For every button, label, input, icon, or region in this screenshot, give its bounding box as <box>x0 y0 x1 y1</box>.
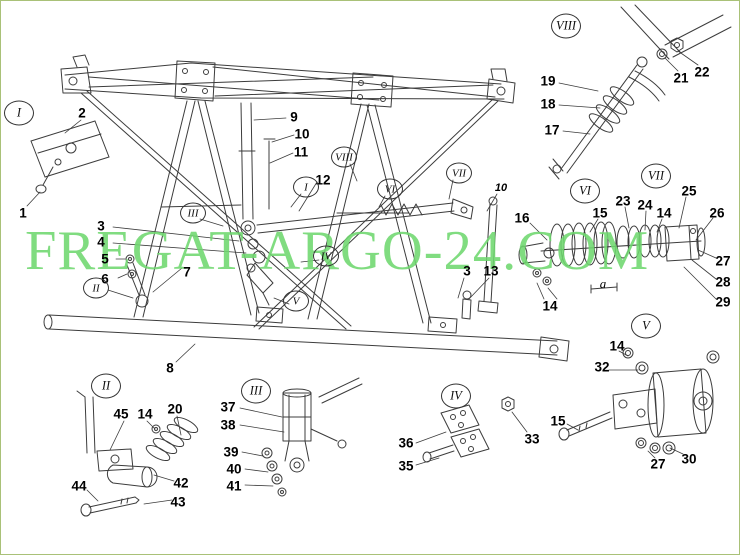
part-number-label-10: 10 <box>294 126 310 142</box>
part-number-label-23: 23 <box>615 193 631 209</box>
view-badge-VIII: VIII <box>551 13 581 39</box>
part-number-label-16: 16 <box>514 210 530 226</box>
main-frame-drawing <box>60 54 516 330</box>
part-number-label-14: 14 <box>656 205 672 221</box>
part-number-label-3: 3 <box>97 218 105 234</box>
part-number-label-43: 43 <box>170 494 186 510</box>
detail-i-drawing <box>30 120 110 194</box>
part-number-label-26: 26 <box>709 205 725 221</box>
part-number-label-11: 11 <box>293 144 309 160</box>
part-number-label-35: 35 <box>398 458 414 474</box>
detail-v-drawing <box>558 347 720 455</box>
part-number-label-45: 45 <box>113 406 129 422</box>
part-number-label-3: 3 <box>463 263 471 279</box>
part-number-label-25: 25 <box>681 183 697 199</box>
part-number-label-40: 40 <box>226 461 242 477</box>
part-number-label-27: 27 <box>715 253 731 269</box>
view-marker-III: III <box>180 202 206 224</box>
part-number-label-37: 37 <box>220 399 236 415</box>
part-number-label-38: 38 <box>220 417 236 433</box>
part-number-label-15: 15 <box>550 413 566 429</box>
part-number-label-30: 30 <box>681 451 697 467</box>
view-badge-VII: VII <box>641 163 671 189</box>
part-number-label-39: 39 <box>223 444 239 460</box>
part-number-label-42: 42 <box>173 475 189 491</box>
part-number-label-27: 27 <box>650 456 666 472</box>
part-number-label-15: 15 <box>592 205 608 221</box>
view-marker-VIII: VIII <box>331 146 357 168</box>
part-number-label-22: 22 <box>694 64 710 80</box>
detail-vi-vii-drawing <box>518 221 706 294</box>
part-number-label-13: 13 <box>483 263 499 279</box>
part-number-label-8: 8 <box>166 360 174 376</box>
part-number-label-36: 36 <box>398 435 414 451</box>
detail-iii-drawing <box>261 377 363 497</box>
view-badge-V: V <box>631 313 661 339</box>
dimension-label-a: a <box>599 276 607 291</box>
part-number-label-10: 10 <box>494 182 508 194</box>
part-number-label-12: 12 <box>315 172 331 188</box>
part-number-label-18: 18 <box>540 96 556 112</box>
view-marker-VI: VI <box>377 178 403 200</box>
part-number-label-19: 19 <box>540 73 556 89</box>
view-marker-VII: VII <box>446 162 472 184</box>
part-number-label-5: 5 <box>101 251 109 267</box>
part-number-label-44: 44 <box>71 478 87 494</box>
detail-viii-drawing <box>548 4 732 180</box>
view-badge-VI: VI <box>570 178 600 204</box>
part-number-label-33: 33 <box>524 431 540 447</box>
center-linkage-drawing <box>125 102 499 314</box>
part-number-label-14: 14 <box>542 298 558 314</box>
part-number-label-24: 24 <box>637 197 653 213</box>
part-number-label-4: 4 <box>97 234 105 250</box>
part-number-label-14: 14 <box>609 338 625 354</box>
view-marker-I: I <box>293 176 319 198</box>
drawbar-beam-drawing <box>43 290 570 362</box>
part-number-label-21: 21 <box>673 70 689 86</box>
part-number-label-41: 41 <box>226 478 242 494</box>
view-badge-IV: IV <box>441 383 471 409</box>
part-number-label-9: 9 <box>290 109 298 125</box>
part-number-label-2: 2 <box>78 105 86 121</box>
view-marker-V: V <box>283 290 309 312</box>
part-number-label-1: 1 <box>19 205 27 221</box>
part-number-label-28: 28 <box>715 274 731 290</box>
part-number-label-20: 20 <box>167 401 183 417</box>
view-marker-II: II <box>83 277 109 299</box>
part-number-label-17: 17 <box>544 122 560 138</box>
view-badge-III: III <box>241 378 271 404</box>
detail-ii-drawing <box>76 390 199 517</box>
part-number-label-7: 7 <box>183 264 191 280</box>
part-number-label-32: 32 <box>594 359 610 375</box>
part-number-label-6: 6 <box>101 271 109 287</box>
part-number-label-14: 14 <box>137 406 153 422</box>
view-badge-I: I <box>4 100 34 126</box>
view-badge-II: II <box>91 373 121 399</box>
view-marker-IV: IV <box>313 245 339 267</box>
part-number-label-29: 29 <box>715 294 731 310</box>
